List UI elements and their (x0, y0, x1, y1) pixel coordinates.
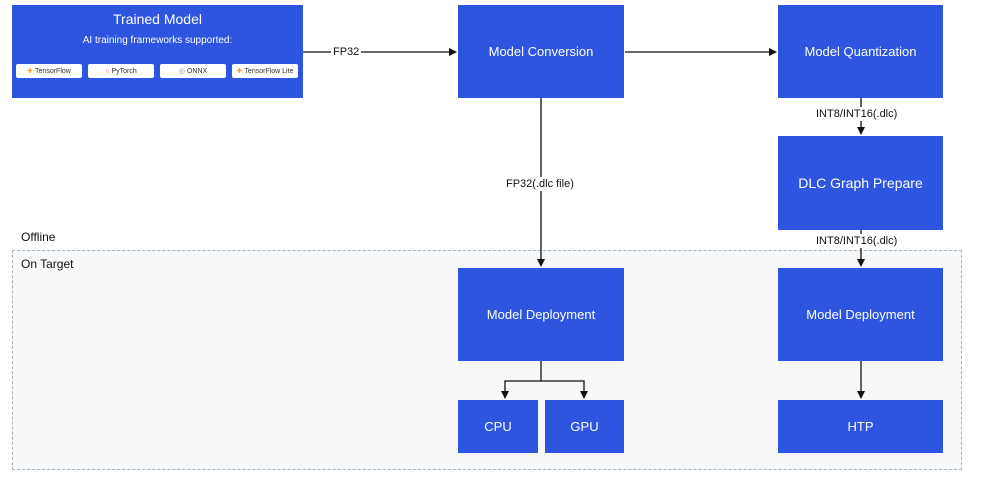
offline-label: Offline (21, 230, 56, 244)
framework-label: PyTorch (111, 67, 137, 75)
tensorflow-lite-icon: ✚ (236, 68, 243, 75)
model-deployment-left-node: Model Deployment (458, 268, 624, 361)
edge-label-fp32-dlc: FP32(.dlc file) (504, 177, 576, 191)
dlc-graph-prepare-node: DLC Graph Prepare (778, 136, 943, 230)
framework-badge-tensorflow-lite: ✚ TensorFlow Lite (232, 64, 298, 78)
cpu-node: CPU (458, 400, 538, 453)
trained-model-subtitle: AI training frameworks supported: (82, 35, 233, 46)
tensorflow-icon: ✚ (27, 68, 34, 75)
model-deployment-right-node: Model Deployment (778, 268, 943, 361)
framework-badge-onnx: ◎ ONNX (160, 64, 226, 78)
framework-badge-tensorflow: ✚ TensorFlow (16, 64, 82, 78)
on-target-label: On Target (21, 257, 74, 271)
edge-deployment-left-branch (501, 361, 542, 399)
model-conversion-node: Model Conversion (458, 5, 624, 98)
framework-label: TensorFlow Lite (244, 67, 294, 75)
model-quantization-node: Model Quantization (778, 5, 943, 98)
edge-label-int8-int16-1: INT8/INT16(.dlc) (814, 107, 900, 121)
gpu-node: GPU (545, 400, 624, 453)
edge-deployment-left-to-gpu (541, 380, 588, 399)
framework-label: TensorFlow (35, 67, 71, 75)
htp-node: HTP (778, 400, 943, 453)
framework-label: ONNX (186, 67, 208, 75)
pytorch-icon: ○ (105, 67, 110, 75)
trained-model-node: Trained Model AI training frameworks sup… (12, 5, 303, 98)
framework-badge-pytorch: ○ PyTorch (88, 64, 154, 78)
edge-label-fp32: FP32 (331, 45, 362, 59)
trained-model-title: Trained Model (113, 11, 202, 27)
onnx-icon: ◎ (178, 68, 185, 75)
edge-label-int8-int16-2: INT8/INT16(.dlc) (814, 234, 900, 248)
